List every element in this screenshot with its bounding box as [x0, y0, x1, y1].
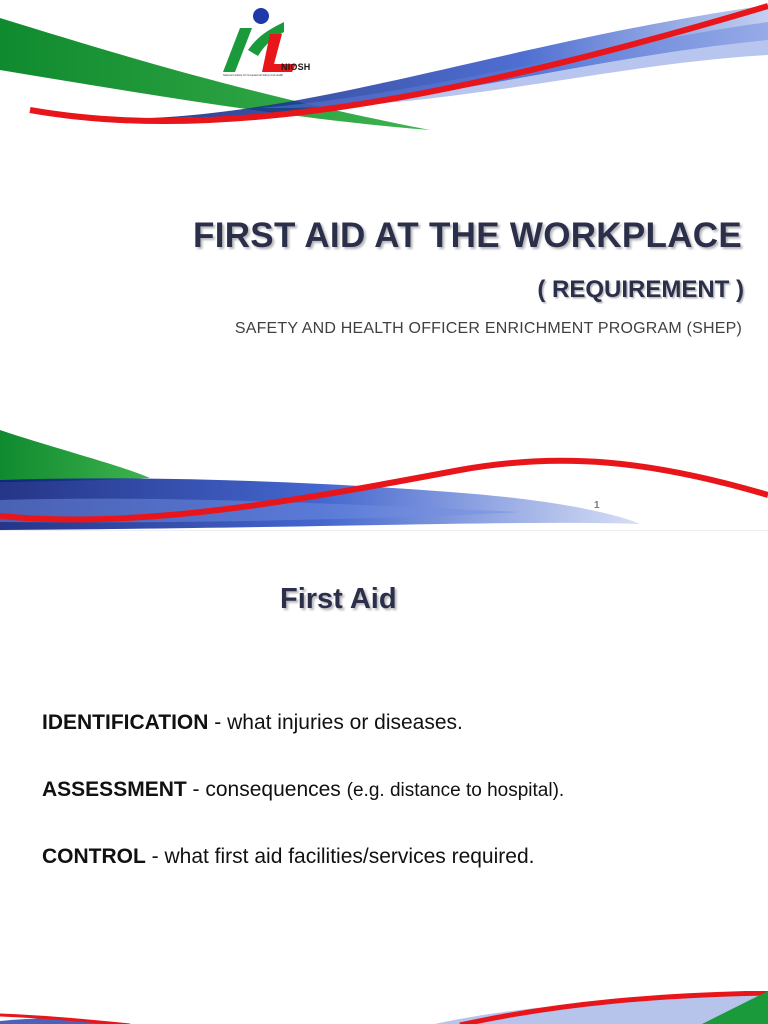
- item-term: IDENTIFICATION: [42, 711, 209, 734]
- title-slide: NIOSH National Institute Of Occupational…: [0, 3, 768, 530]
- bottom-swoosh-decoration: [0, 430, 768, 530]
- logo-subtitle: National Institute Of Occupational Safet…: [223, 74, 284, 77]
- item-note: (e.g. distance to hospital).: [346, 780, 565, 801]
- slide-heading: First Aid: [280, 583, 397, 615]
- item-text: - what injuries or diseases.: [208, 711, 463, 734]
- footer-swoosh-decoration: [0, 991, 768, 1024]
- item-text: - what first aid facilities/services req…: [145, 845, 535, 868]
- program-name: SAFETY AND HEALTH OFFICER ENRICHMENT PRO…: [234, 320, 742, 337]
- list-item-identification: IDENTIFICATION - what injuries or diseas…: [42, 711, 463, 735]
- logo-name: NIOSH: [281, 62, 311, 72]
- list-item-control: CONTROL - what first aid facilities/serv…: [42, 845, 534, 869]
- slide-number: 1: [594, 500, 600, 511]
- item-term: ASSESSMENT: [42, 778, 187, 801]
- item-term: CONTROL: [42, 845, 146, 868]
- list-item-assessment: ASSESSMENT - consequences (e.g. distance…: [42, 778, 564, 802]
- content-slide: First Aid IDENTIFICATION - what injuries…: [0, 530, 768, 1024]
- top-swoosh-decoration: [0, 3, 768, 130]
- item-text: - consequences: [186, 778, 347, 801]
- slide-title: FIRST AID AT THE WORKPLACE: [193, 216, 742, 255]
- niosh-logo: [223, 8, 296, 72]
- slide-subtitle: ( REQUIREMENT ): [537, 276, 744, 303]
